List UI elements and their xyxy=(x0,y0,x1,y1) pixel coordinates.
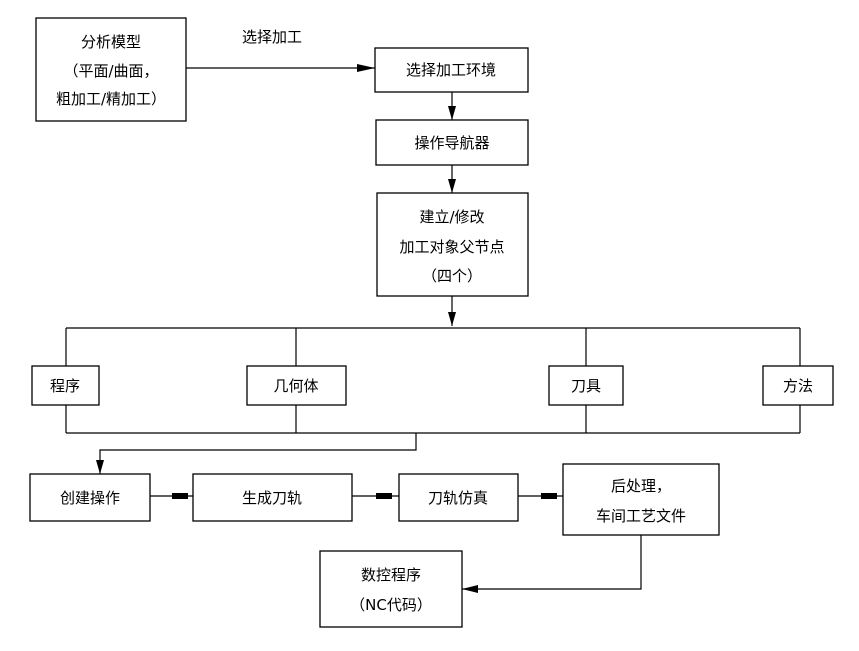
arrowhead-to-create-op xyxy=(96,460,104,474)
node-parent-nodes: 建立/修改 加工对象父节点 （四个） xyxy=(376,192,529,297)
node-toolpath-sim: 刀轨仿真 xyxy=(398,473,519,522)
node-text: 后处理， xyxy=(611,477,671,495)
edge-bus-to-create-op xyxy=(99,433,417,474)
node-nc-program: 数控程序 （NC代码） xyxy=(319,550,463,628)
node-select-env: 选择加工环境 xyxy=(374,47,529,93)
node-gen-toolpath: 生成刀轨 xyxy=(192,473,353,522)
node-text: （平面/曲面， xyxy=(63,62,158,80)
arrowhead-to-sim xyxy=(376,493,392,499)
node-text: （四个） xyxy=(422,267,482,285)
node-text: 分析模型 xyxy=(81,33,141,51)
node-text: 数控程序 xyxy=(361,566,421,584)
arrowhead-to-parent xyxy=(448,179,456,193)
node-text: 车间工艺文件 xyxy=(596,507,686,525)
arrowhead-to-nc xyxy=(462,585,478,593)
node-text: 程序 xyxy=(50,377,80,395)
arrowhead-to-bus xyxy=(448,312,456,326)
node-tool: 刀具 xyxy=(548,365,624,406)
node-method: 方法 xyxy=(762,365,834,406)
node-text: 选择加工环境 xyxy=(406,61,496,79)
node-geometry: 几何体 xyxy=(246,365,347,406)
node-text: 刀具 xyxy=(571,377,601,395)
node-create-op: 创建操作 xyxy=(29,473,151,522)
node-text: （NC代码） xyxy=(350,596,432,614)
node-text: 加工对象父节点 xyxy=(399,238,504,256)
node-text: 几何体 xyxy=(273,377,318,395)
node-op-navigator: 操作导航器 xyxy=(375,119,529,166)
node-text: 方法 xyxy=(783,377,813,395)
arrowhead-to-navigator xyxy=(448,106,456,120)
node-post-process: 后处理， 车间工艺文件 xyxy=(562,463,720,536)
arrowhead-left-create-op xyxy=(172,493,188,499)
connectors xyxy=(65,67,801,590)
node-text: 刀轨仿真 xyxy=(428,489,488,507)
node-text: 生成刀轨 xyxy=(242,489,302,507)
edge-post-to-nc xyxy=(462,535,642,590)
node-text: 建立/修改 xyxy=(419,208,484,226)
node-text: 创建操作 xyxy=(60,489,120,507)
node-analysis-model: 分析模型 （平面/曲面， 粗加工/精加工） xyxy=(35,17,187,122)
node-program: 程序 xyxy=(31,365,100,406)
node-text: 操作导航器 xyxy=(414,134,489,152)
arrowheads xyxy=(96,64,557,593)
edge-label-select-machining: 选择加工 xyxy=(242,28,302,46)
node-text: 粗加工/精加工） xyxy=(56,90,166,108)
arrowhead-to-env xyxy=(357,64,375,72)
arrowhead-to-post xyxy=(541,493,557,499)
